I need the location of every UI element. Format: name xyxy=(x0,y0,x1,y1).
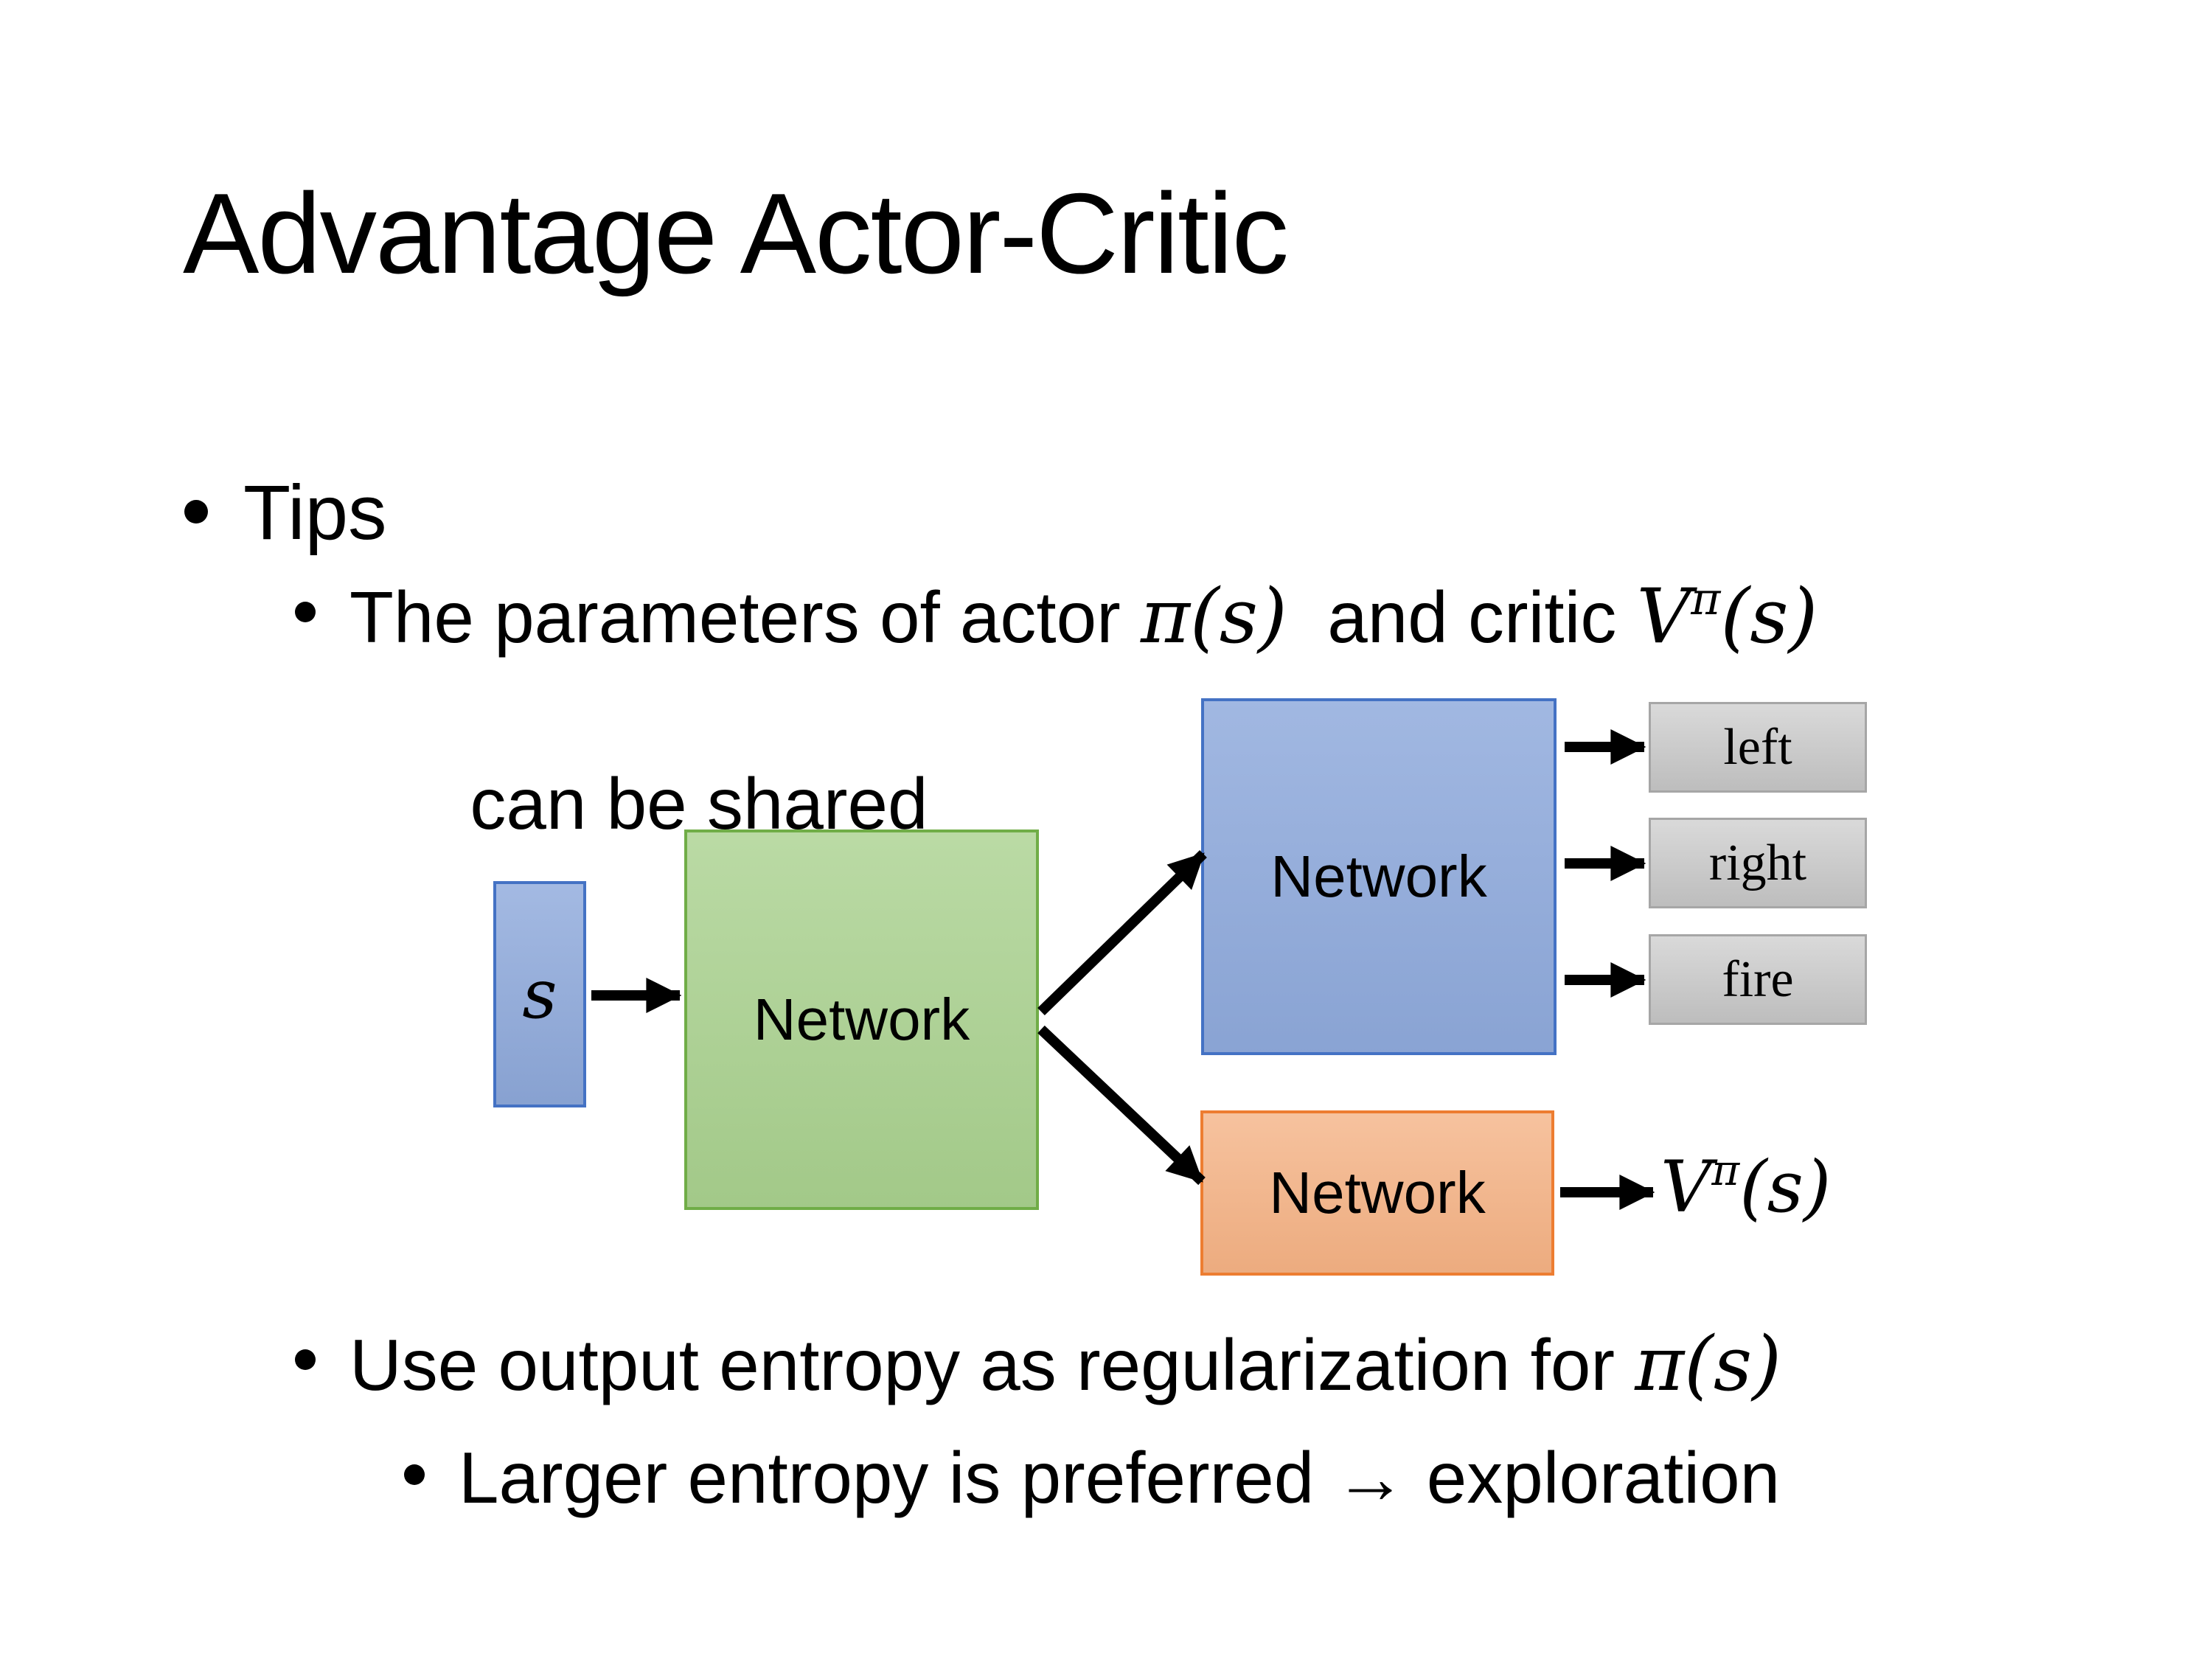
bullet-entropy-regularization: Use output entropy as regularization for… xyxy=(295,1317,1781,1413)
bullet-icon xyxy=(295,1349,316,1370)
action-box-right: right xyxy=(1649,818,1867,908)
critic-network-box: Network xyxy=(1200,1110,1554,1276)
math-v-sup-pi: π xyxy=(1711,1146,1740,1196)
bullet-icon xyxy=(295,602,316,622)
math-value-function: Vπ(s) xyxy=(1637,573,1818,661)
action-fire-label: fire xyxy=(1722,950,1794,1008)
input-state-box: s xyxy=(493,881,586,1107)
action-box-fire: fire xyxy=(1649,934,1867,1025)
action-box-left: left xyxy=(1649,702,1867,793)
math-v-args: (s) xyxy=(1720,573,1818,661)
shared-network-label: Network xyxy=(753,987,970,1052)
math-v: V xyxy=(1660,1146,1712,1228)
bullet-entropy-text: Use output entropy as regularization for… xyxy=(349,1317,1781,1413)
actor-network-box: Network xyxy=(1201,698,1557,1055)
text-segment: Use output entropy as regularization for xyxy=(349,1324,1635,1405)
value-output-label: Vπ(s) xyxy=(1660,1141,1831,1234)
actor-network-label: Network xyxy=(1270,844,1487,909)
page-title: Advantage Actor-Critic xyxy=(183,170,1289,297)
shared-network-box: Network xyxy=(684,830,1039,1210)
action-left-label: left xyxy=(1723,718,1792,776)
bullet-larger-entropy-label: Larger entropy is preferred → exploratio… xyxy=(459,1437,1781,1518)
text-segment: and critic xyxy=(1287,577,1637,658)
input-state-label: s xyxy=(522,955,557,1034)
bullet-tips-label: Tips xyxy=(243,470,387,556)
math-v: V xyxy=(1636,573,1691,661)
math-v-args: (s) xyxy=(1739,1146,1832,1228)
math-pi-s: π(s) xyxy=(1635,1321,1781,1408)
bullet-icon xyxy=(184,500,208,524)
bullet-icon xyxy=(404,1464,425,1485)
bullet-larger-entropy: Larger entropy is preferred → exploratio… xyxy=(404,1432,1780,1524)
arrow-shared-to-critic xyxy=(1037,1025,1206,1186)
action-right-label: right xyxy=(1708,834,1807,891)
critic-network-label: Network xyxy=(1269,1160,1486,1225)
bullet-tips: Tips xyxy=(184,465,386,561)
math-pi-s: π(s) xyxy=(1141,573,1287,661)
math-v-sup-pi: π xyxy=(1691,572,1721,625)
text-segment: The parameters of actor xyxy=(349,577,1141,658)
